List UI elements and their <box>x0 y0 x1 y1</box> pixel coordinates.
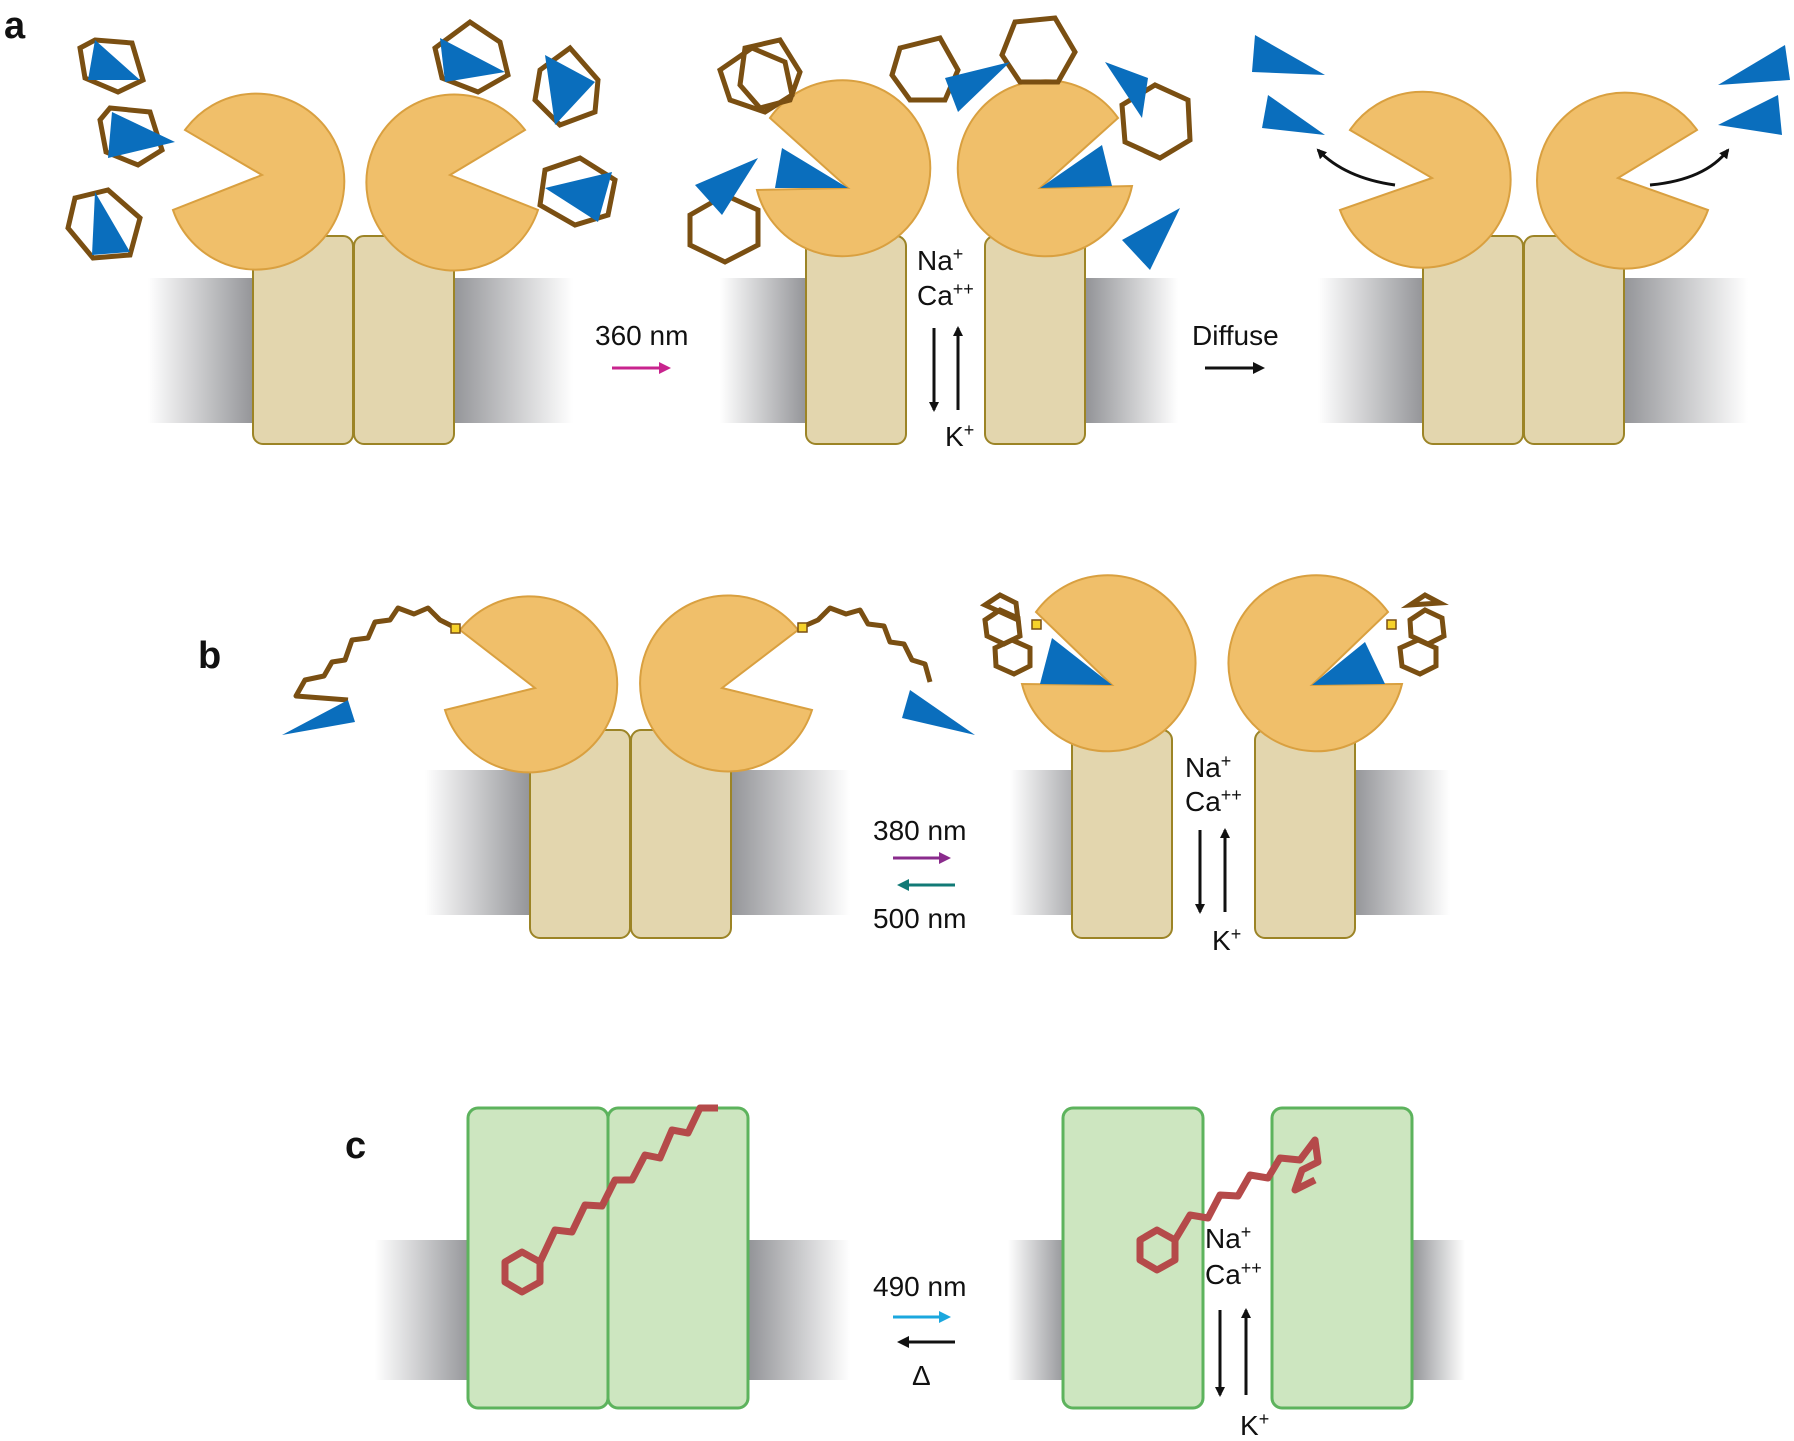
membrane-right <box>745 1240 850 1380</box>
free-ligand <box>1262 95 1325 135</box>
panel-c-state-closed <box>375 1104 850 1410</box>
azobenzene-ring <box>501 1248 544 1296</box>
free-ligand <box>1252 35 1325 75</box>
released-cage <box>999 15 1078 85</box>
membrane-left <box>148 278 258 423</box>
azobenzene-tether-right <box>800 605 933 683</box>
ion-ca: Ca++ <box>917 279 974 311</box>
ligand-binding-domain-left-closed <box>755 79 932 258</box>
free-ligand <box>1718 95 1782 135</box>
ion-k: K+ <box>1212 924 1241 956</box>
channel-subunit-left <box>1071 729 1173 939</box>
azobenzene-tail-cis <box>1171 1136 1322 1242</box>
membrane-left <box>1008 1240 1068 1380</box>
membrane-left <box>425 770 535 915</box>
azobenzene-tail-trans <box>536 1104 718 1264</box>
bound-ligand <box>1040 145 1112 188</box>
ligand-binding-domain-right <box>1536 91 1710 270</box>
panel-b-label: b <box>198 635 221 677</box>
free-ligand <box>1122 208 1180 270</box>
free-ligand <box>945 62 1010 112</box>
panel-b: b 380 nm 500 nm <box>198 574 1450 956</box>
attachment-site <box>797 622 808 633</box>
wavelength-360-label: 360 nm <box>595 320 688 351</box>
panel-a-label: a <box>4 5 26 47</box>
ion-ca: Ca++ <box>1205 1258 1262 1290</box>
membrane-left <box>720 278 810 423</box>
release-arrow-left <box>1316 148 1396 187</box>
wavelength-500-label: 500 nm <box>873 903 966 934</box>
caged-ligand <box>532 44 601 128</box>
caged-ligand <box>97 105 175 168</box>
attachment-site <box>450 623 461 634</box>
wavelength-380-label: 380 nm <box>873 815 966 846</box>
ion-ca: Ca++ <box>1185 785 1242 817</box>
ligand-binding-domain-left-closed <box>1020 574 1197 753</box>
ion-k: K+ <box>945 420 974 452</box>
membrane-left <box>1318 278 1428 423</box>
cis-azobenzene-ring <box>1400 592 1449 609</box>
released-cage <box>737 37 803 111</box>
panel-c-state-open: Na+ Ca++ K+ <box>1008 1106 1465 1441</box>
tethered-ligand-left <box>282 700 355 735</box>
ligand-binding-domain-left <box>443 595 619 774</box>
panel-c: c 490 nm Δ Na+ Ca++ K+ <box>345 1104 1465 1441</box>
free-ligand <box>1105 62 1148 118</box>
ligand-binding-domain-left <box>1338 90 1512 269</box>
tethered-ligand-right <box>902 690 975 735</box>
channel-subunit-left <box>1061 1106 1205 1410</box>
ligand-binding-domain-right-closed <box>1227 574 1404 753</box>
ion-na: Na+ <box>1205 1222 1251 1254</box>
caged-ligand <box>65 187 143 261</box>
cis-azobenzene-ring <box>1407 607 1447 647</box>
membrane-left <box>375 1240 475 1380</box>
release-arrow-right <box>1649 148 1730 187</box>
azobenzene-ring <box>1136 1226 1179 1274</box>
membrane-right <box>1350 770 1450 915</box>
channel-subunit-right <box>1254 729 1356 939</box>
membrane-right <box>725 770 850 915</box>
panel-b-state-trans <box>282 594 975 939</box>
cis-azobenzene-ring <box>992 637 1033 677</box>
panel-a-state-caged <box>65 18 618 445</box>
cis-azobenzene-ring <box>979 592 1022 625</box>
free-ligand <box>1718 45 1790 85</box>
attachment-site <box>1386 619 1397 630</box>
panel-a: a <box>4 5 1790 452</box>
channel-subunit-left <box>805 235 907 445</box>
channel-subunit-right <box>606 1106 750 1410</box>
azobenzene-tether-left <box>293 605 458 703</box>
panel-a-state-open: Na+ Ca++ K+ <box>687 15 1193 452</box>
thermal-label: Δ <box>912 1360 931 1391</box>
caged-ligand <box>537 155 618 228</box>
bound-ligand <box>775 148 848 188</box>
caged-ligand <box>77 37 147 95</box>
ion-na: Na+ <box>917 244 963 276</box>
membrane-right <box>1410 1240 1465 1380</box>
bound-tethered-ligand <box>1312 642 1385 685</box>
channel-subunit-right <box>1270 1106 1414 1410</box>
panel-c-label: c <box>345 1125 366 1167</box>
attachment-site <box>1031 619 1042 630</box>
diffuse-label: Diffuse <box>1192 320 1279 351</box>
cis-azobenzene-ring <box>1397 637 1439 677</box>
ion-na: Na+ <box>1185 751 1231 783</box>
wavelength-490-label: 490 nm <box>873 1271 966 1302</box>
membrane-right <box>1083 278 1178 423</box>
released-cage <box>889 35 961 103</box>
ion-k: K+ <box>1240 1409 1269 1441</box>
caged-ligand <box>432 18 511 95</box>
ligand-binding-domain-right <box>639 594 814 773</box>
channel-subunit-right <box>984 235 1086 445</box>
panel-a-state-diffused <box>1252 35 1790 445</box>
released-cage <box>1119 82 1193 161</box>
membrane-right <box>448 278 573 423</box>
free-ligand <box>695 158 758 215</box>
membrane-right <box>1618 278 1748 423</box>
bound-tethered-ligand <box>1040 638 1112 685</box>
ligand-binding-domain-right <box>365 93 540 272</box>
ligand-binding-domain-left <box>171 92 346 271</box>
panel-b-state-cis: Na+ Ca++ K+ <box>979 574 1450 956</box>
